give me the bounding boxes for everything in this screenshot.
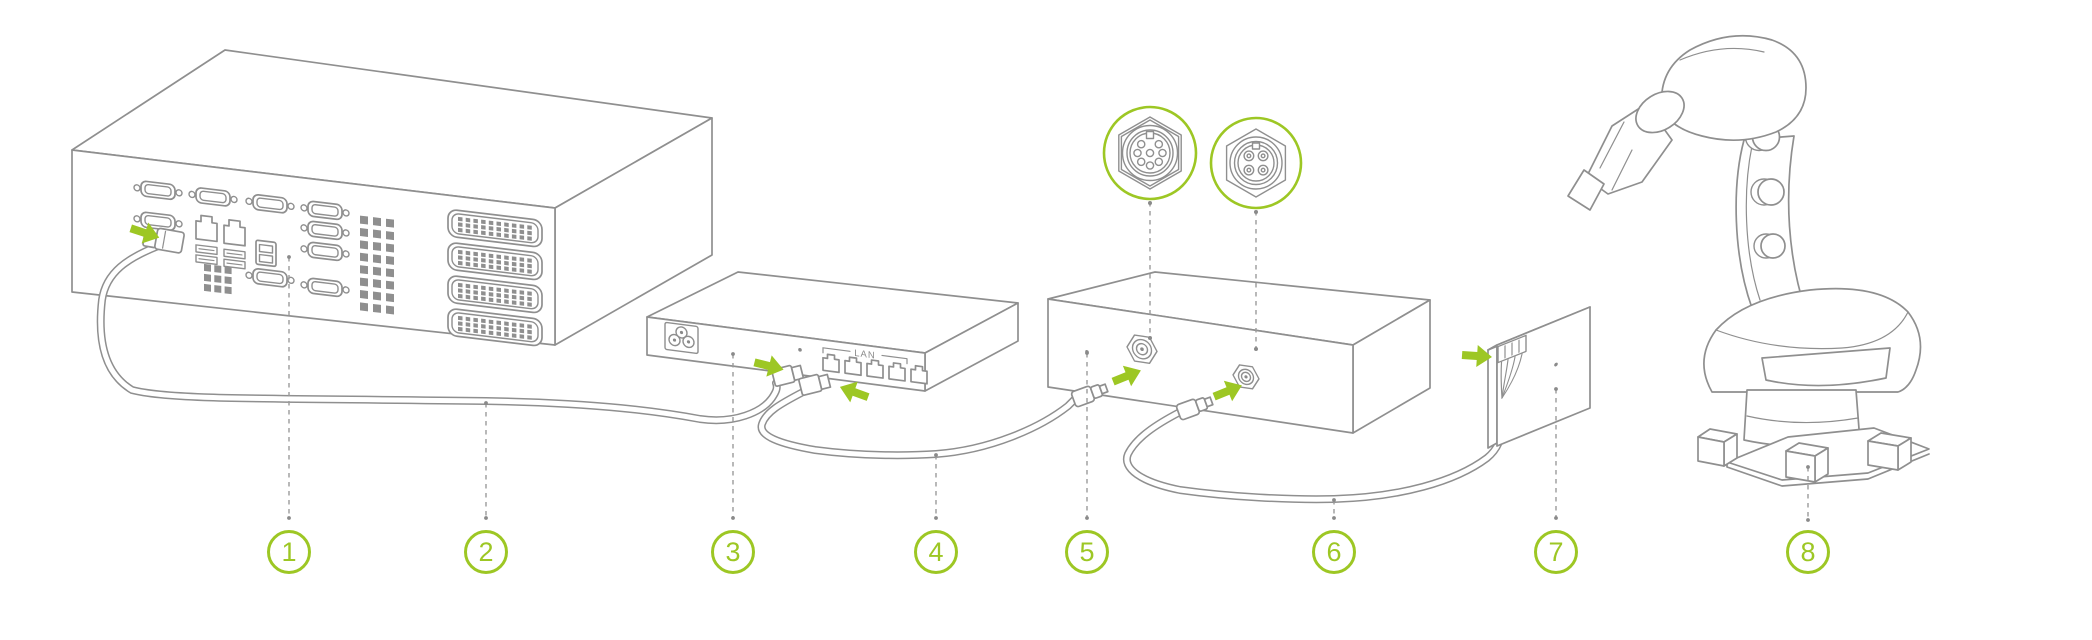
pc-vent-grid-small (204, 263, 233, 295)
ethernet-plug-2 (798, 373, 832, 396)
chassis-screw-dot (798, 348, 802, 352)
step-number: 7 (1548, 536, 1564, 567)
m12-cable-plug-2 (1175, 396, 1214, 421)
robot-arm-illustration (1567, 34, 1930, 487)
m12-connector-4pin (1232, 364, 1260, 390)
step-number: 3 (725, 536, 741, 567)
terminal-connector (1497, 334, 1527, 364)
pc-rear-panel (133, 179, 543, 347)
cable-switch-to-iobox (757, 388, 1079, 460)
power-inlet-icon (664, 321, 699, 355)
step-callout-8: 8 (1786, 530, 1830, 574)
m12-cable-plug-1 (1070, 383, 1109, 408)
cable-pc-to-switch (96, 242, 781, 425)
pc-usb-ports (195, 239, 277, 270)
step-callout-6: 6 (1312, 530, 1356, 574)
step-number: 2 (478, 536, 494, 567)
robot-base-block-right (1867, 432, 1912, 471)
pc-ethernet-ports (195, 214, 246, 247)
industrial-pc-illustration (71, 49, 713, 347)
step-number: 6 (1326, 536, 1342, 567)
step-callout-7: 7 (1534, 530, 1578, 574)
step-number: 5 (1079, 536, 1095, 567)
robot-base-block-left (1697, 428, 1738, 467)
robot-joint-covers (1744, 122, 1786, 259)
cable-iobox-to-module (1122, 396, 1506, 504)
m12-connector-8pin (1126, 334, 1158, 365)
step-number: 8 (1800, 536, 1816, 567)
pc-dvi-ports (447, 209, 543, 347)
step-callout-3: 3 (711, 530, 755, 574)
breakout-module-illustration (1487, 306, 1591, 449)
step-callout-1: 1 (267, 530, 311, 574)
step-leader-lines (287, 255, 1810, 522)
step-callout-2: 2 (464, 530, 508, 574)
io-box-illustration (1047, 271, 1431, 434)
lan-label: LAN (854, 348, 875, 362)
lan-label-bracket: LAN (822, 347, 908, 365)
connector-callout-8pin (1102, 105, 1198, 201)
robot-base-block-front (1785, 442, 1829, 483)
step-number: 4 (928, 536, 944, 567)
step-callout-5: 5 (1065, 530, 1109, 574)
step-callout-4: 4 (914, 530, 958, 574)
lan-port-group (822, 353, 928, 385)
step-number: 1 (281, 536, 297, 567)
connector-callout-4pin (1209, 116, 1303, 210)
network-switch-illustration: LAN (646, 271, 1019, 392)
pc-vent-grid-right (360, 215, 394, 318)
callout-leader-lines (1148, 201, 1258, 351)
